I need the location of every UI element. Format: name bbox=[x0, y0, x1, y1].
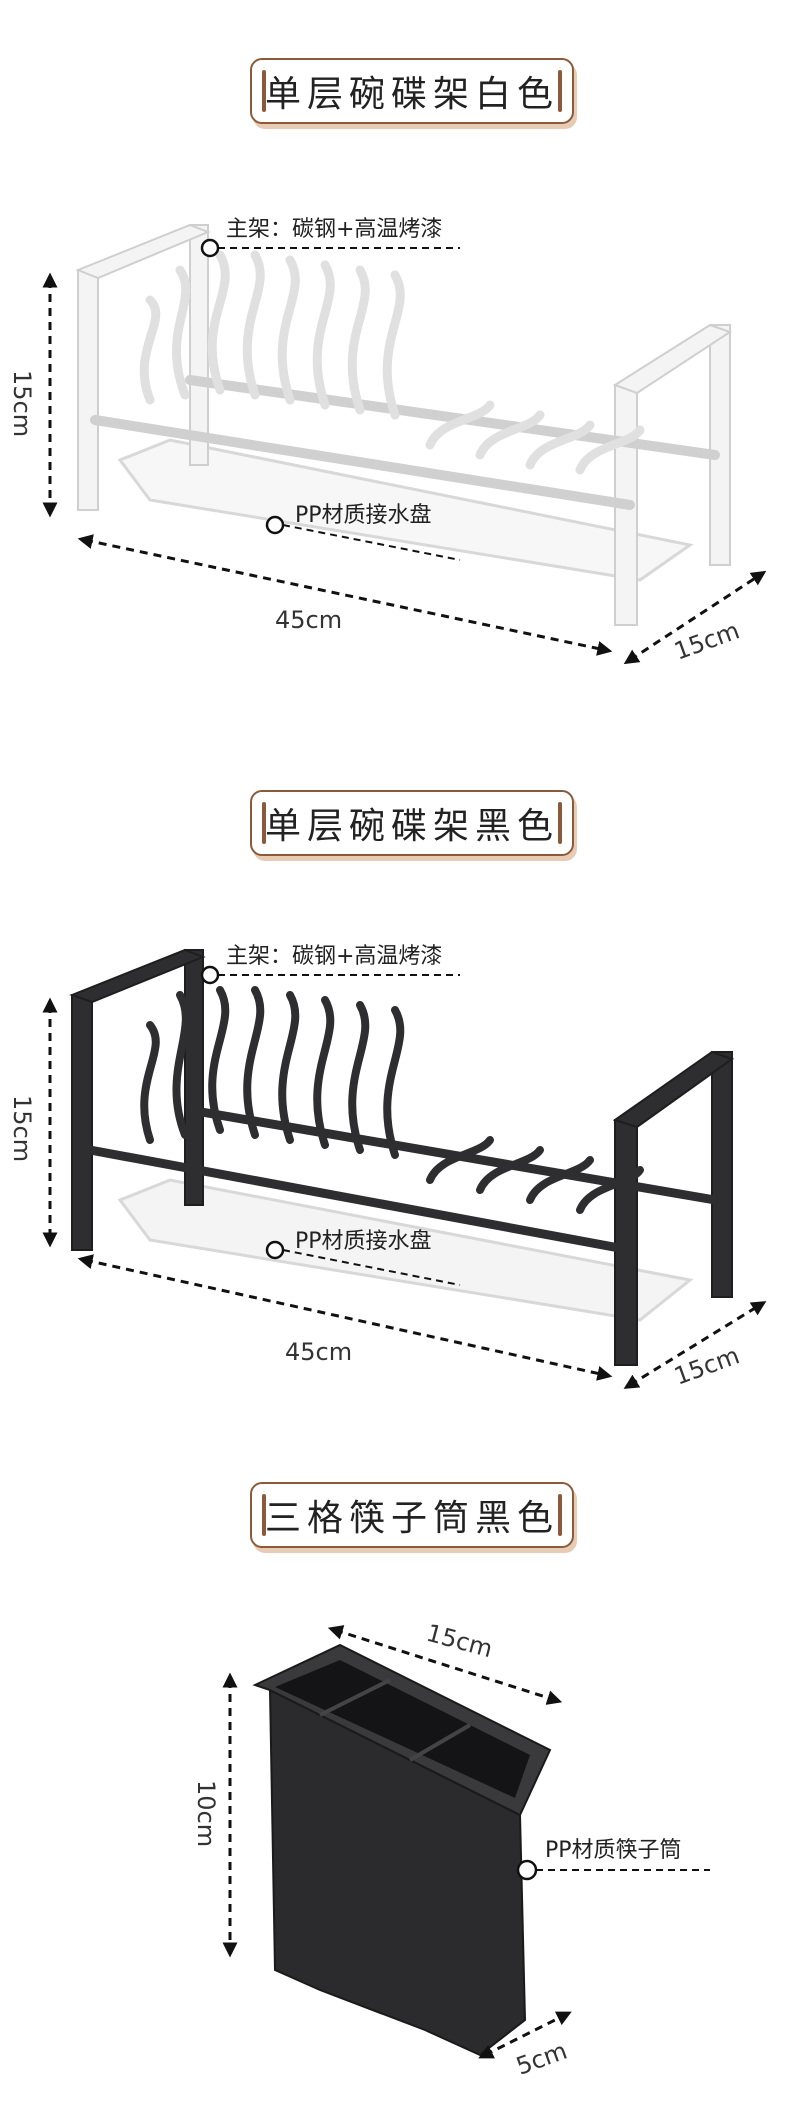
section-black-rack: 单层碗碟架黑色 bbox=[0, 780, 790, 1420]
top-dimension: 15cm bbox=[423, 1619, 495, 1663]
rack-left-frame bbox=[69, 948, 206, 1251]
black-rack-illustration: 主架：碳钢+高温烤漆 PP材质接水盘 15cm 45cm 15cm bbox=[8, 944, 767, 1391]
holder-material-label: PP材质筷子筒 bbox=[545, 1838, 682, 1863]
section-chopstick-holder: 三格筷子筒黑色 PP材质筷子筒 15cm 10cm 5cm bbox=[0, 1470, 790, 2103]
section-white-rack: 单层碗碟架白色 bbox=[0, 0, 790, 690]
rack-right-frame bbox=[612, 1050, 735, 1366]
depth-dimension: 15cm bbox=[670, 1341, 743, 1390]
rack-left-frame bbox=[75, 223, 211, 511]
height-dimension: 15cm bbox=[8, 370, 36, 437]
height-dimension: 15cm bbox=[8, 1095, 36, 1162]
width-dimension: 45cm bbox=[275, 606, 342, 634]
section-title-text: 单层碗碟架黑色 bbox=[264, 806, 559, 847]
height-dimension: 10cm bbox=[192, 1780, 220, 1847]
tray-material-label: PP材质接水盘 bbox=[295, 1229, 432, 1254]
frame-material-label: 主架：碳钢+高温烤漆 bbox=[226, 217, 442, 242]
chopstick-holder-illustration: PP材质筷子筒 15cm 10cm 5cm bbox=[192, 1619, 710, 2081]
section-title: 三格筷子筒黑色 bbox=[250, 1482, 574, 1548]
section-title-text: 单层碗碟架白色 bbox=[264, 74, 559, 115]
white-rack-illustration: 主架：碳钢+高温烤漆 PP材质接水盘 15cm 45cm 15cm bbox=[8, 217, 767, 666]
tray-material-label: PP材质接水盘 bbox=[295, 503, 432, 528]
frame-material-label: 主架：碳钢+高温烤漆 bbox=[226, 944, 442, 969]
section-title: 单层碗碟架白色 bbox=[250, 58, 574, 124]
section-title: 单层碗碟架黑色 bbox=[250, 790, 574, 856]
rack-right-frame bbox=[612, 323, 733, 626]
section-title-text: 三格筷子筒黑色 bbox=[264, 1498, 559, 1539]
rack-base bbox=[85, 1105, 720, 1255]
holder-body bbox=[268, 1688, 527, 2057]
depth-dimension: 5cm bbox=[512, 2037, 570, 2081]
width-dimension: 45cm bbox=[285, 1338, 352, 1366]
dish-wires bbox=[139, 250, 645, 475]
dish-wires bbox=[140, 986, 644, 1214]
depth-dimension: 15cm bbox=[670, 616, 743, 665]
